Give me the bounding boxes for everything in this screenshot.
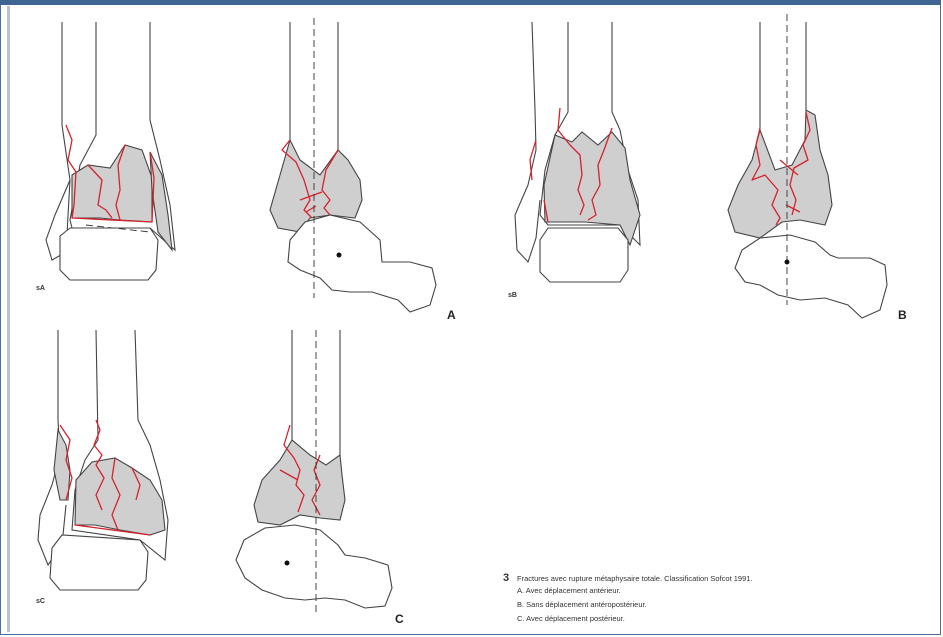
mini-label-c: sC [36, 598, 45, 605]
panel-c-frontal-view [38, 330, 168, 590]
mini-label-b: sB [508, 292, 517, 299]
caption-item-b: B. Sans déplacement antéropostérieur. [517, 600, 647, 609]
fibula-a1 [46, 22, 70, 260]
panel-a-lateral-view [270, 18, 436, 312]
talus-c2 [236, 525, 392, 608]
talus-center-dot-a2 [337, 253, 342, 258]
talus-b1 [540, 228, 628, 282]
tibia-b2-shaft [760, 22, 806, 130]
panel-a-frontal-view [46, 22, 175, 280]
panel-c-lateral-view [236, 330, 392, 612]
caption-number: 3 [503, 572, 509, 584]
caption-item-a: A. Avec déplacement antérieur. [517, 586, 621, 595]
talus-a2 [288, 215, 436, 312]
fragment-a2 [270, 140, 362, 232]
fragment-c2 [254, 440, 345, 525]
tibia-c2-shaft [292, 330, 340, 455]
panel-label-b: B [898, 308, 907, 322]
caption-title: Fractures avec rupture métaphysaire tota… [517, 574, 753, 583]
mini-label-a: sA [36, 285, 45, 292]
panel-b-lateral-view [728, 14, 887, 318]
panel-label-a: A [447, 308, 456, 322]
panel-b-frontal-view [515, 22, 640, 282]
panel-label-c: C [395, 612, 404, 626]
talus-center-dot-c2 [285, 561, 290, 566]
talus-center-dot-b2 [785, 260, 790, 265]
fibula-b1 [515, 22, 540, 262]
talus-a1 [60, 228, 158, 280]
caption-item-c: C. Avec déplacement postérieur. [517, 614, 625, 623]
talus-b2 [735, 235, 887, 318]
talus-c1 [50, 535, 148, 590]
